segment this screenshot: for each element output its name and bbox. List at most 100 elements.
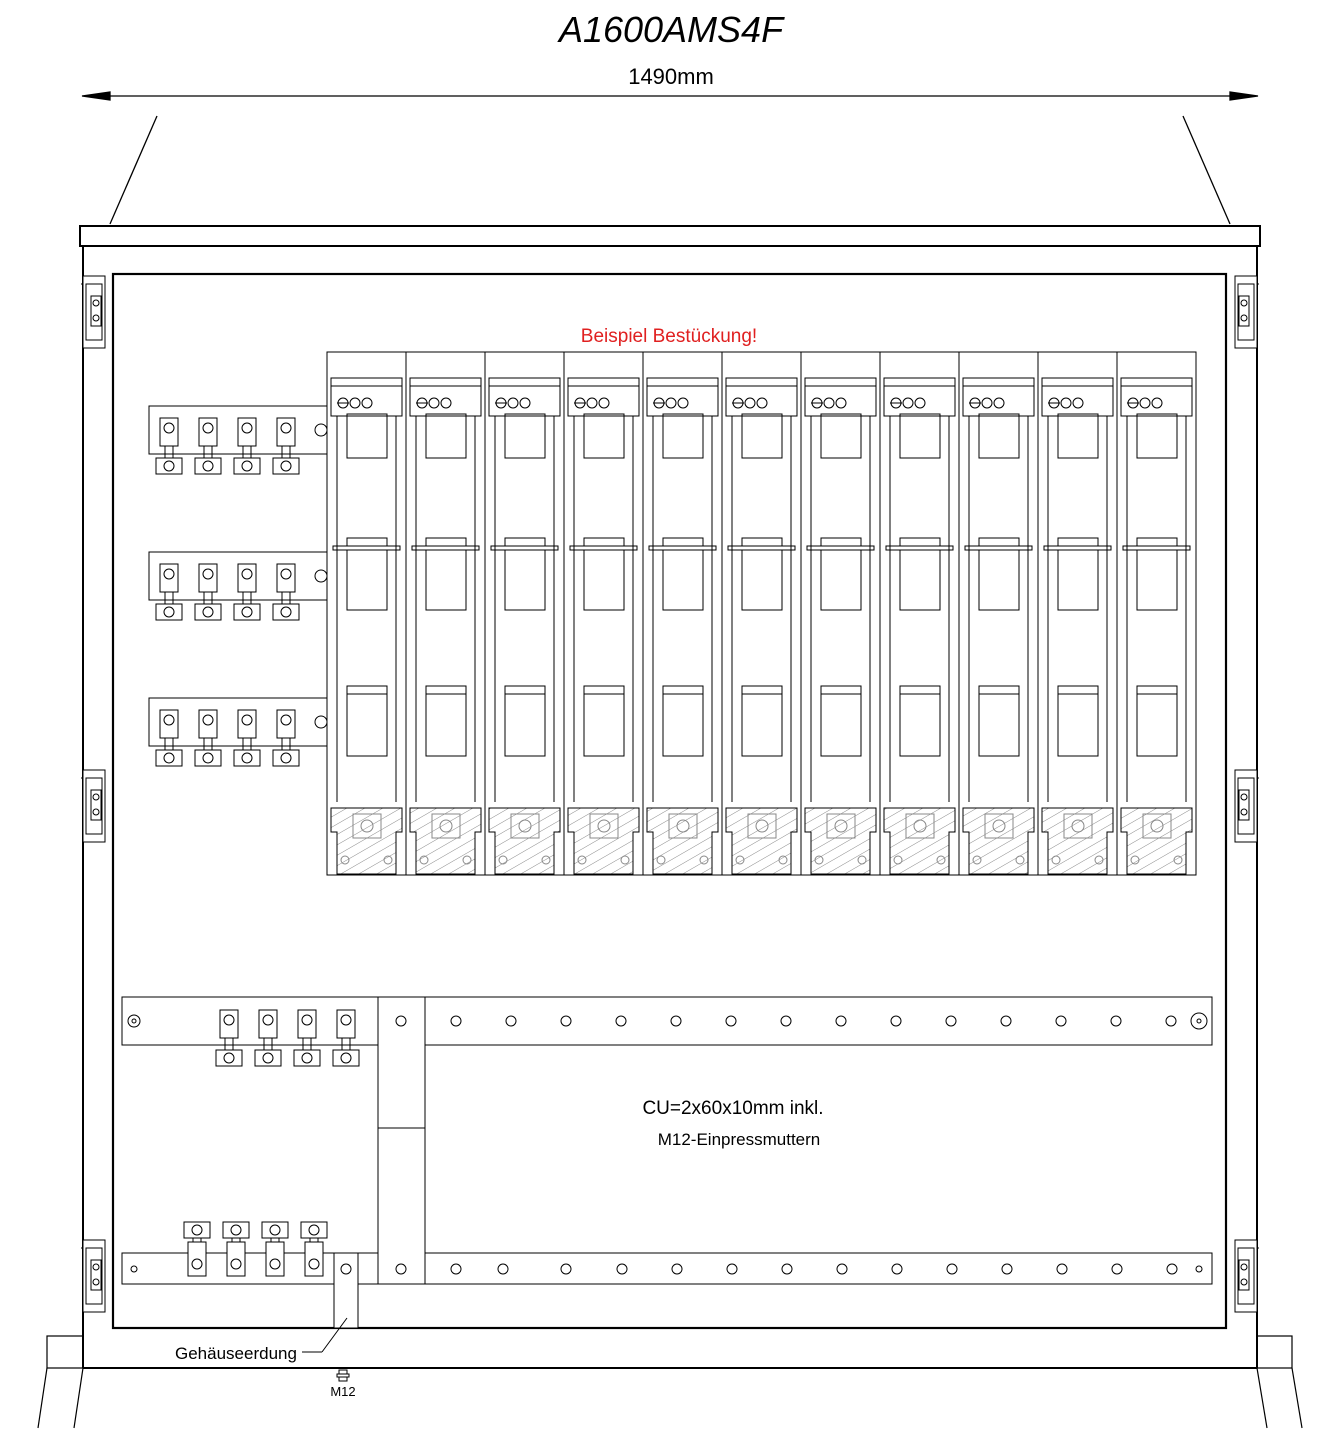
lower-busbar-right bbox=[424, 1252, 1213, 1285]
indicator-icon bbox=[756, 397, 768, 409]
bolt-hole bbox=[505, 1015, 517, 1027]
bolt-hole bbox=[946, 1263, 958, 1275]
indicator-icon bbox=[598, 397, 610, 409]
bolt-hole bbox=[671, 1263, 683, 1275]
indicator-icon bbox=[586, 397, 598, 409]
earth-leader-line bbox=[302, 1317, 348, 1353]
terminal-base bbox=[804, 807, 877, 875]
bolt-hole bbox=[836, 1263, 848, 1275]
earth-bolt-icon bbox=[336, 1369, 350, 1382]
cable-lug bbox=[194, 709, 222, 767]
indicator-icon bbox=[835, 397, 847, 409]
fuse-switch-strip bbox=[1116, 351, 1197, 876]
cable-lug bbox=[155, 709, 183, 767]
bolt-hole bbox=[780, 1015, 792, 1027]
bolt-hole bbox=[1166, 1263, 1178, 1275]
clamp-row bbox=[148, 551, 328, 621]
bolt-hole bbox=[450, 1263, 462, 1275]
example-assembly-note: Beispiel Bestückung! bbox=[581, 326, 757, 347]
indicator-icon bbox=[914, 397, 926, 409]
bolt-hole bbox=[450, 1015, 462, 1027]
cable-lug bbox=[194, 563, 222, 621]
busbar-system bbox=[121, 996, 1213, 1329]
clamp-row bbox=[148, 405, 328, 475]
bolt-hole bbox=[1001, 1263, 1013, 1275]
indicator-icon bbox=[361, 397, 373, 409]
bolt-hole bbox=[726, 1263, 738, 1275]
terminal-base bbox=[409, 807, 482, 875]
dimension-line bbox=[81, 91, 1259, 225]
indicator-icon bbox=[1072, 397, 1084, 409]
bolt-hole bbox=[670, 1015, 682, 1027]
terminal-base bbox=[883, 807, 956, 875]
indicator-icon bbox=[823, 397, 835, 409]
cable-lug bbox=[233, 709, 261, 767]
upper-busbar-left bbox=[121, 996, 379, 1046]
hinge-group bbox=[81, 275, 1259, 1313]
bolt-hole bbox=[891, 1263, 903, 1275]
indicator-icon bbox=[993, 397, 1005, 409]
indicator-icon bbox=[1060, 397, 1072, 409]
fuse-switch-strips bbox=[326, 351, 1197, 876]
fuse-switch-strip bbox=[326, 351, 407, 876]
fuse-switch-strip bbox=[721, 351, 802, 876]
cable-lug bbox=[254, 1009, 282, 1067]
bolt-hole bbox=[560, 1263, 572, 1275]
vertical-busbar bbox=[377, 996, 426, 1285]
hinge-icon bbox=[81, 1239, 106, 1313]
terminal-base bbox=[567, 807, 640, 875]
cable-lug bbox=[183, 1221, 211, 1277]
indicator-icon bbox=[428, 397, 440, 409]
bolt-hole bbox=[1165, 1015, 1177, 1027]
cable-lug bbox=[233, 563, 261, 621]
earth-bolt-label: M12 bbox=[330, 1384, 355, 1399]
terminal-base bbox=[488, 807, 561, 875]
fuse-switch-strip bbox=[879, 351, 960, 876]
fuse-switch-strip bbox=[405, 351, 486, 876]
indicator-icon bbox=[440, 397, 452, 409]
fuse-switch-strip bbox=[484, 351, 565, 876]
bolt-hole bbox=[945, 1015, 957, 1027]
bolt-hole bbox=[560, 1015, 572, 1027]
bolt-hole bbox=[835, 1015, 847, 1027]
indicator-icon bbox=[665, 397, 677, 409]
bolt-hole bbox=[1056, 1263, 1068, 1275]
cable-lug bbox=[155, 563, 183, 621]
bolt-hole bbox=[616, 1263, 628, 1275]
cable-lug bbox=[215, 1009, 243, 1067]
cable-lug bbox=[233, 417, 261, 475]
hinge-icon bbox=[1234, 1239, 1259, 1313]
indicator-icon bbox=[744, 397, 756, 409]
cable-lug bbox=[332, 1009, 360, 1067]
bolt-hole bbox=[725, 1015, 737, 1027]
terminal-base bbox=[962, 807, 1035, 875]
cable-lug bbox=[300, 1221, 328, 1277]
drawing-title: A1600AMS4F bbox=[557, 9, 785, 50]
indicator-icon bbox=[507, 397, 519, 409]
terminal-base bbox=[1041, 807, 1114, 875]
clamp-row bbox=[148, 697, 328, 767]
cable-lug bbox=[194, 417, 222, 475]
hinge-icon bbox=[81, 275, 106, 349]
terminal-base bbox=[330, 807, 403, 875]
bolt-hole bbox=[497, 1263, 509, 1275]
indicator-icon bbox=[902, 397, 914, 409]
cable-lug bbox=[222, 1221, 250, 1277]
terminal-base bbox=[646, 807, 719, 875]
cable-lug bbox=[272, 563, 300, 621]
terminal-base bbox=[725, 807, 798, 875]
cable-lug bbox=[272, 417, 300, 475]
busbar-nuts-label: M12-Einpressmuttern bbox=[658, 1130, 821, 1149]
cable-lug bbox=[155, 417, 183, 475]
bolt-hole bbox=[1055, 1015, 1067, 1027]
cable-lug bbox=[293, 1009, 321, 1067]
indicator-icon bbox=[981, 397, 993, 409]
bolt-hole bbox=[615, 1015, 627, 1027]
indicator-icon bbox=[677, 397, 689, 409]
fuse-switch-strip bbox=[958, 351, 1039, 876]
indicator-icon bbox=[1151, 397, 1163, 409]
busbar-spec-label: CU=2x60x10mm inkl. bbox=[642, 1098, 823, 1119]
fuse-switch-strip bbox=[800, 351, 881, 876]
bolt-hole bbox=[781, 1263, 793, 1275]
